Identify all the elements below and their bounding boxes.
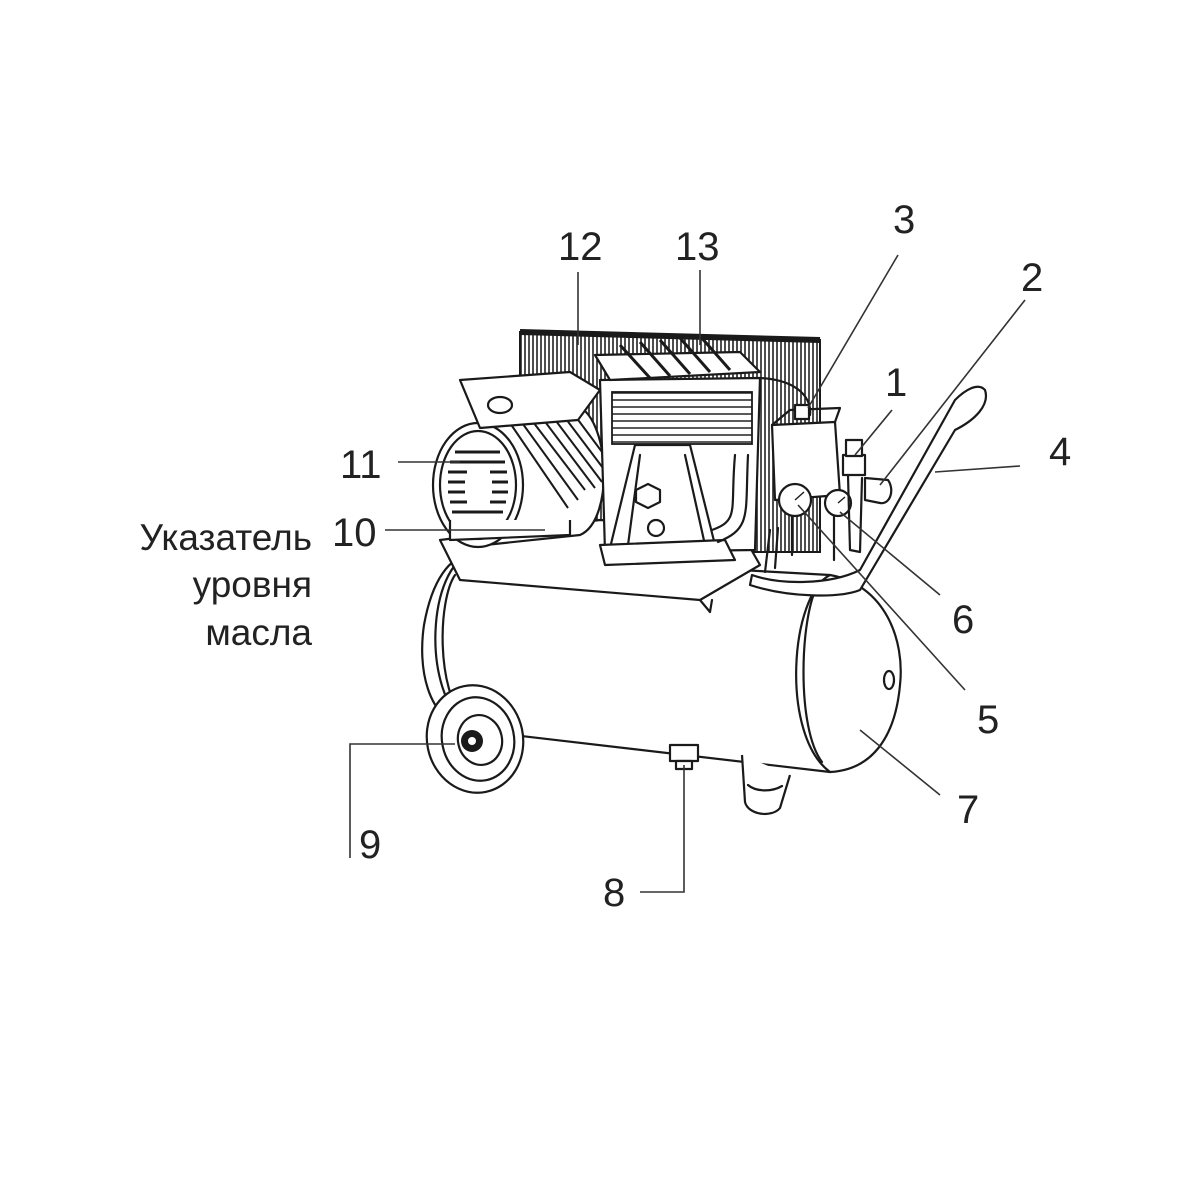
callout-10: 10 [332, 511, 377, 555]
wheel [425, 684, 525, 794]
pressure-switch [770, 403, 842, 502]
compressor-pump [593, 335, 762, 567]
outlet-pressure-gauge [823, 488, 853, 562]
air-receiver-tank [421, 553, 902, 774]
oil-level-note-line-3: масла [205, 612, 312, 653]
leader-4 [934, 465, 1021, 473]
leader-9 [349, 743, 455, 858]
callout-4: 4 [1049, 430, 1071, 474]
callout-9: 9 [359, 823, 381, 867]
callout-11: 11 [340, 443, 382, 487]
callout-7: 7 [957, 788, 979, 832]
callout-1: 1 [885, 361, 907, 405]
leader-1 [854, 409, 893, 456]
oil-level-note-line-2: уровня [193, 564, 312, 605]
leader-7 [859, 729, 941, 796]
handle [748, 385, 988, 597]
callout-3: 3 [893, 198, 915, 242]
leader-lines [349, 254, 1026, 893]
callout-6: 6 [952, 598, 974, 642]
oil-level-note: Указатель уровня масла [140, 517, 313, 653]
leader-8 [640, 765, 685, 893]
callout-8: 8 [603, 871, 625, 915]
callout-12: 12 [558, 225, 603, 269]
callout-5: 5 [977, 698, 999, 742]
leader-6 [839, 511, 941, 596]
quick-coupling [863, 476, 893, 505]
callout-2: 2 [1021, 256, 1043, 300]
safety-valve [841, 438, 867, 554]
tank-pressure-gauge [777, 482, 813, 557]
leader-5 [797, 504, 966, 691]
oil-level-note-line-1: Указатель [140, 517, 312, 558]
discharge-pipe [710, 376, 812, 544]
callout-13: 13 [675, 225, 720, 269]
leader-2 [879, 299, 1026, 486]
leader-3 [807, 254, 899, 409]
electric-motor [431, 370, 609, 549]
tank-foot [740, 754, 792, 816]
